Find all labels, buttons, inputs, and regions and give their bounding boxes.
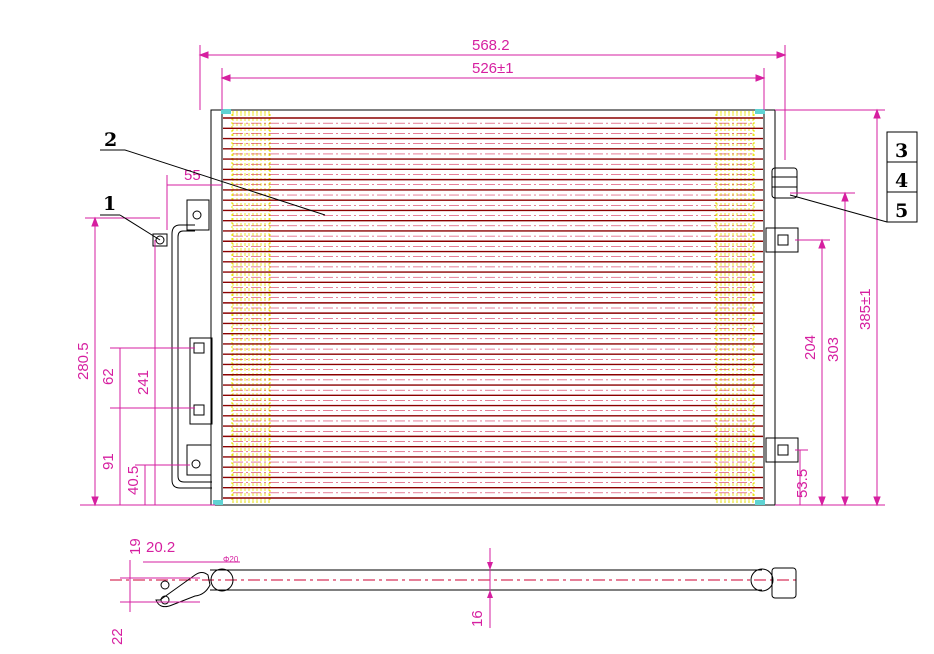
side-view xyxy=(110,548,800,628)
fin-zone-left xyxy=(231,111,271,503)
right-header-tank xyxy=(763,109,776,506)
callout-1: 1 xyxy=(103,193,116,215)
dim-40-5: 40.5 xyxy=(125,466,142,495)
side-pipe-hole-2 xyxy=(160,595,170,605)
dim-241: 241 xyxy=(135,370,152,395)
dim-55: 55 xyxy=(184,167,201,184)
bracket-lower-right xyxy=(765,437,799,463)
bracket-hole-lower-right xyxy=(777,444,789,456)
callouts: 2 1 3 4 5 xyxy=(100,129,918,241)
dimension-texts: 568.2 526±1 55 280.5 62 241 91 40.5 204 … xyxy=(75,37,874,645)
tube-rows xyxy=(223,117,763,499)
callout-5: 5 xyxy=(895,200,908,222)
bracket-mid-left xyxy=(189,337,213,425)
dim-91: 91 xyxy=(100,453,117,470)
marker-top-left xyxy=(221,109,231,114)
callout-4: 4 xyxy=(895,170,908,192)
side-pipe-bracket xyxy=(155,572,211,608)
bracket-top-left xyxy=(186,199,210,231)
bracket-hole-low-left xyxy=(191,459,201,469)
dim-phi-20: Φ20 xyxy=(223,555,239,564)
bracket-hole-upper-right xyxy=(777,234,789,246)
dim-62: 62 xyxy=(100,368,117,385)
dim-20-2: 20.2 xyxy=(146,539,175,556)
marker-top-right xyxy=(755,109,765,114)
right-brackets xyxy=(765,167,799,463)
marker-bottom-left xyxy=(213,500,223,505)
core-assembly xyxy=(210,109,776,506)
callout-3: 3 xyxy=(895,140,908,162)
dim-16: 16 xyxy=(469,610,486,627)
callout-box xyxy=(886,131,918,223)
right-tank-end xyxy=(750,568,774,592)
dim-53-5: 53.5 xyxy=(794,469,811,498)
side-receiver xyxy=(771,567,797,599)
receiver-fitting xyxy=(771,167,798,199)
bracket-upper-right xyxy=(765,227,799,253)
marker-bottom-right xyxy=(755,500,765,505)
inlet-pipe xyxy=(171,224,212,489)
dim-204: 204 xyxy=(802,335,819,360)
fitting-1 xyxy=(152,233,168,247)
dim-526: 526±1 xyxy=(472,60,514,77)
dim-303: 303 xyxy=(825,337,842,362)
bracket-hole-2 xyxy=(193,404,205,416)
dim-568-2: 568.2 xyxy=(472,37,510,54)
dimension-lines xyxy=(80,45,885,507)
fin-stripes xyxy=(232,113,754,502)
side-pipe-hole-1 xyxy=(160,580,170,590)
dim-22: 22 xyxy=(109,628,126,645)
bracket-hole-1 xyxy=(193,342,205,354)
left-tank-end xyxy=(210,568,234,592)
dim-19: 19 xyxy=(127,538,144,555)
bracket-hole-top-left xyxy=(192,210,202,220)
fin-zone-right xyxy=(715,111,755,503)
callout-2: 2 xyxy=(104,129,117,151)
inlet-pipe-inner xyxy=(177,230,212,483)
fitting-1-seal xyxy=(155,235,165,245)
bracket-low-left xyxy=(186,444,212,476)
left-header-tank xyxy=(210,109,223,506)
dim-280-5: 280.5 xyxy=(75,342,92,380)
dim-385: 385±1 xyxy=(857,288,874,330)
left-piping xyxy=(152,199,213,489)
